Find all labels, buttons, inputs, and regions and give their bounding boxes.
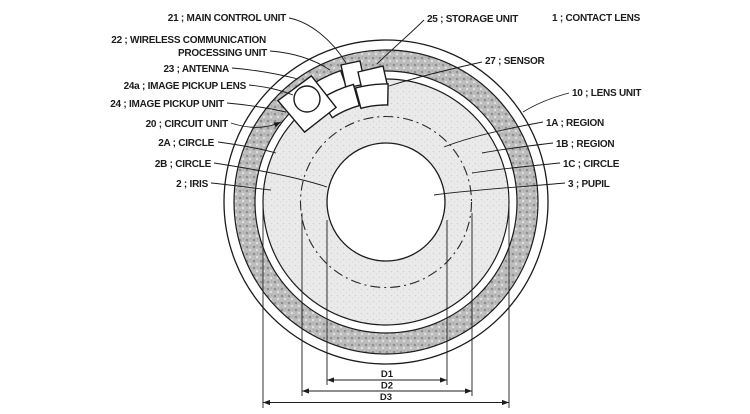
label-lens-unit: 10 ; LENS UNIT — [572, 88, 641, 99]
label-wireless-comm-line1: 22 ; WIRELESS COMMUNICATION — [111, 35, 266, 46]
label-dimension-d2: D2 — [381, 381, 393, 392]
leader-iris — [210, 182, 272, 191]
label-image-pickup-lens: 24a ; IMAGE PICKUP LENS — [124, 81, 247, 92]
label-image-pickup-unit: 24 ; IMAGE PICKUP UNIT — [110, 99, 224, 110]
leader-lines — [210, 17, 570, 196]
label-dimension-d3: D3 — [380, 392, 392, 403]
pupil-circle-2b — [326, 142, 446, 262]
label-contact-lens: 1 ; CONTACT LENS — [552, 13, 641, 24]
leader-image-pickup-lens — [248, 84, 294, 96]
label-circuit-unit: 20 ; CIRCUIT UNIT — [146, 119, 229, 130]
leader-region-1b — [481, 142, 554, 154]
leader-antenna — [231, 67, 299, 80]
leader-circle-1c — [471, 162, 561, 174]
sensor-block — [354, 83, 389, 110]
label-region-1a: 1A ; REGION — [546, 118, 604, 129]
label-sensor: 27 ; SENSOR — [485, 56, 546, 67]
label-iris: 2 ; IRIS — [176, 179, 208, 190]
mounted-components — [276, 60, 389, 134]
dimension-lines — [263, 377, 509, 406]
label-dimension-d1: D1 — [381, 369, 394, 380]
extension-lines — [262, 206, 510, 408]
label-antenna: 23 ; ANTENNA — [163, 64, 229, 75]
label-pupil: 3 ; PUPIL — [568, 179, 610, 190]
leader-region-1a — [443, 121, 544, 148]
leader-wireless-comm — [269, 50, 331, 71]
label-circle-1c: 1C ; CIRCLE — [563, 159, 620, 170]
image-pickup-lens-circle — [293, 85, 321, 113]
virtual-circle-1c-dashdot — [299, 115, 473, 289]
leader-circle-2b — [213, 162, 328, 188]
label-storage-unit: 25 ; STORAGE UNIT — [427, 14, 518, 25]
label-circle-2b: 2B ; CIRCLE — [155, 159, 212, 170]
leader-image-pickup-unit — [226, 102, 287, 113]
label-main-control-unit: 21 ; MAIN CONTROL UNIT — [168, 13, 286, 24]
label-region-1b: 1B ; REGION — [556, 139, 614, 150]
leader-pupil — [433, 182, 566, 196]
leader-sensor — [388, 61, 483, 87]
leader-storage-unit — [376, 19, 425, 65]
lens-cross-section — [223, 39, 549, 365]
leader-main-control-unit — [288, 17, 347, 64]
leader-lens-unit — [522, 92, 570, 113]
leader-arrow-circuit-unit — [230, 121, 282, 128]
dimension-labels: D1 D2 D3 — [380, 369, 394, 403]
label-circle-2a: 2A ; CIRCLE — [158, 138, 214, 149]
reference-labels: 21 ; MAIN CONTROL UNIT 22 ; WIRELESS COM… — [110, 13, 641, 190]
label-wireless-comm-line2: PROCESSING UNIT — [178, 48, 267, 59]
leader-circle-2a — [217, 141, 277, 154]
